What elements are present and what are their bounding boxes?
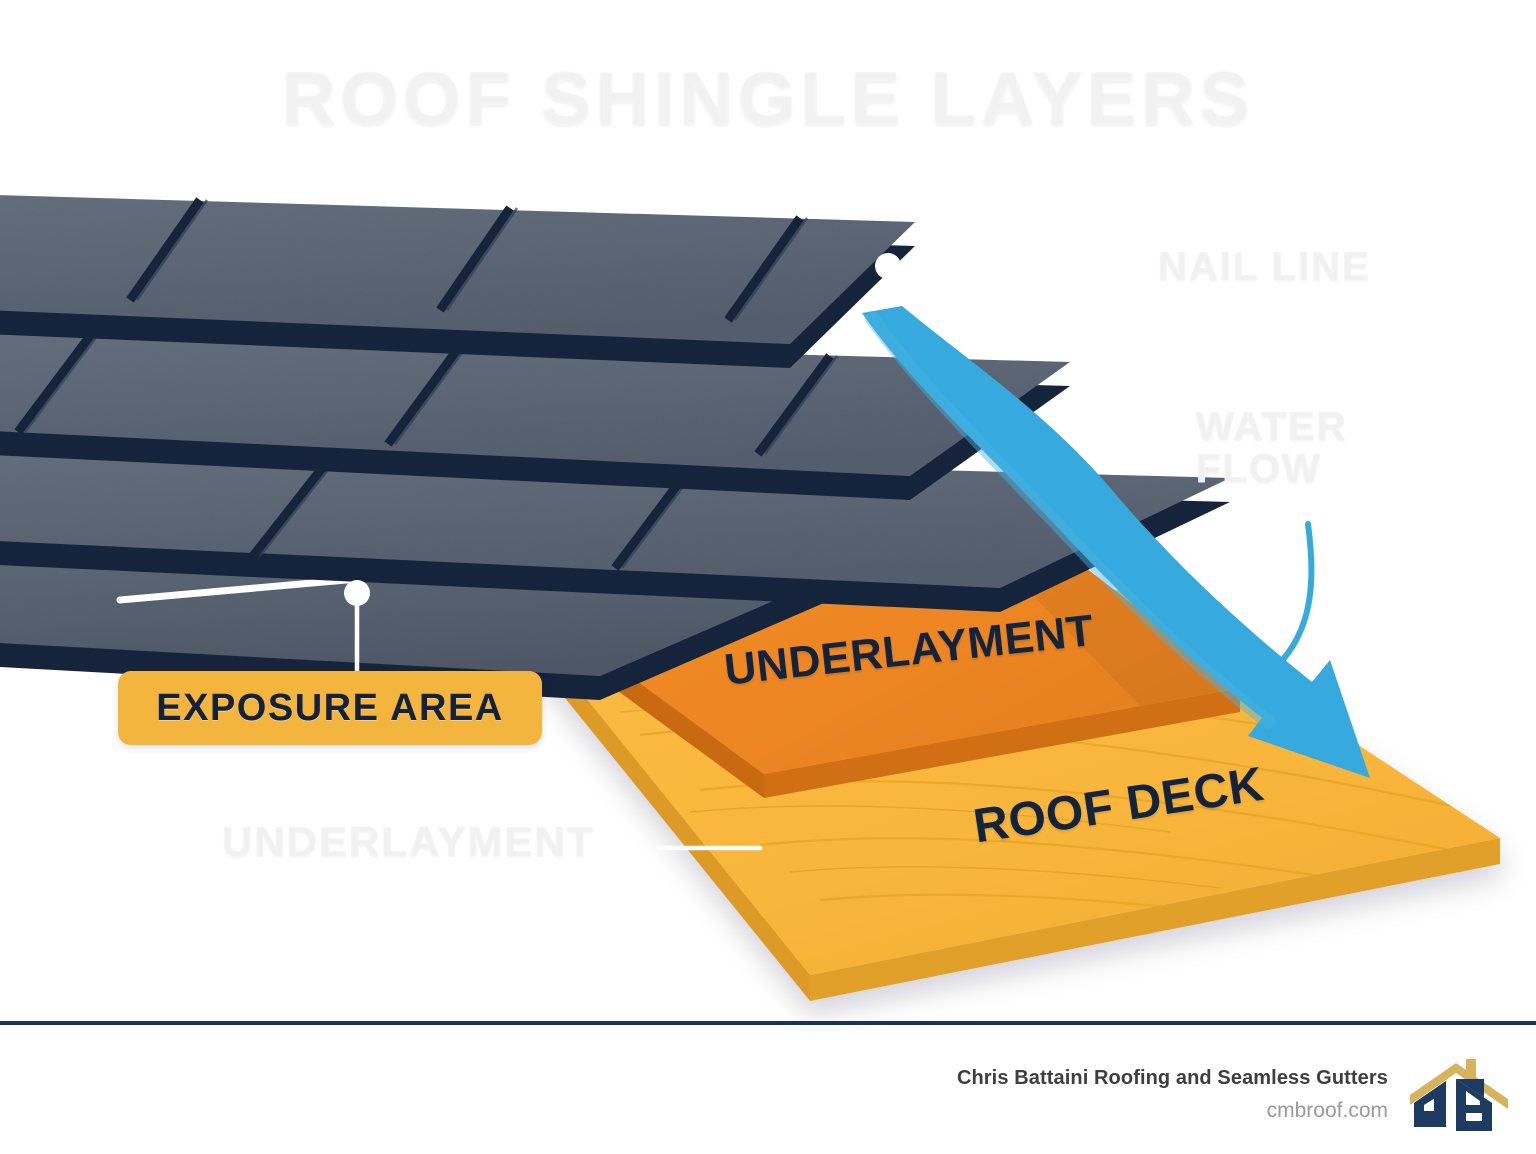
badge-exposure-area-label: EXPOSURE AREA — [156, 686, 504, 729]
page-title: ROOF SHINGLE LAYERS — [281, 57, 1255, 140]
callout-label-nail-line: NAIL LINE — [1158, 245, 1371, 289]
shingle-row-1 — [0, 195, 915, 368]
callout-leaders — [344, 253, 1151, 851]
company-logo-cb-icon — [1410, 1059, 1508, 1131]
layer-shingles — [0, 195, 1230, 700]
footer-website: cmbroof.com — [1266, 1099, 1388, 1122]
water-flow-arrow — [862, 306, 1370, 778]
footer-divider — [0, 1021, 1536, 1025]
footer-company-name: Chris Battaini Roofing and Seamless Gutt… — [956, 1067, 1388, 1089]
shingle-row-2 — [0, 333, 1070, 500]
callout-label-water-flow: WATER FLOW — [1195, 405, 1348, 491]
badge-exposure-area: EXPOSURE AREA — [118, 671, 542, 745]
callout-label-underlayment: UNDERLAYMENT — [221, 818, 595, 865]
